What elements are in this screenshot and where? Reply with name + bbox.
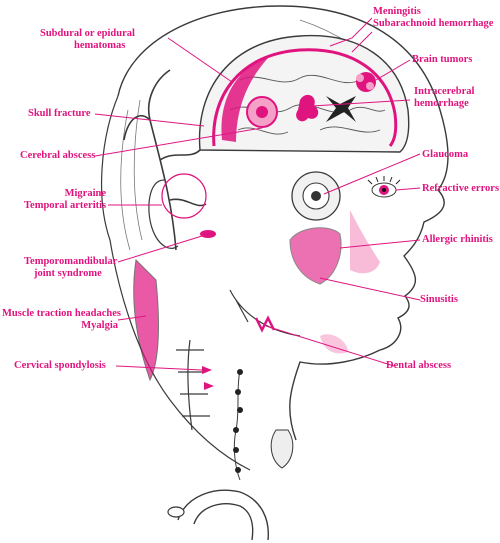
tmj-line1: Temporomandibular xyxy=(24,256,118,267)
temporal-artery xyxy=(123,69,207,251)
label-intracerebral: Intracerebral hemorrhage xyxy=(414,86,474,110)
label-cerebral-abscess: Cerebral abscess xyxy=(20,150,95,162)
neck-muscle xyxy=(133,258,159,382)
leader-lines xyxy=(94,17,421,371)
brain-folds xyxy=(229,74,386,135)
maxillary-sinus xyxy=(289,227,342,285)
label-glaucoma: Glaucoma xyxy=(422,149,468,161)
refractive-errors-text: Refractive errors xyxy=(422,183,500,194)
label-dental-abscess: Dental abscess xyxy=(386,360,451,372)
cervical-spine xyxy=(176,339,210,431)
label-refractive-errors: Refractive errors xyxy=(422,183,499,195)
thyroid xyxy=(270,429,294,469)
dura-layer xyxy=(212,48,398,147)
tmj-line2: joint syndrome xyxy=(34,268,102,279)
label-skull-fracture: Skull fracture xyxy=(28,108,91,120)
intracerebral-line2: hemorrhage xyxy=(414,98,469,109)
eyelashes xyxy=(367,176,401,185)
sinusitis-text: Sinusitis xyxy=(420,294,458,305)
dental-abscess-text: Dental abscess xyxy=(386,360,452,371)
meningitis-text: Meningitis xyxy=(373,6,421,17)
temporal-arteritis-text: Temporal arteritis xyxy=(24,200,107,211)
ear xyxy=(148,179,179,249)
myalgia-text: Myalgia xyxy=(81,320,118,331)
ventricle xyxy=(326,96,356,122)
cerebral-abscess-text: Cerebral abscess xyxy=(20,150,96,161)
dental-abscess-mark xyxy=(254,315,276,333)
subdural-line1: Subdural or epidural xyxy=(40,28,135,39)
glaucoma-text: Glaucoma xyxy=(422,149,469,160)
label-brain-tumors: Brain tumors xyxy=(412,54,472,66)
migraine-text: Migraine xyxy=(64,188,106,199)
label-subdural: Subdural or epidural hematomas xyxy=(40,28,135,52)
intracerebral-line1: Intracerebral xyxy=(414,86,475,97)
muscle-traction-text: Muscle traction headaches xyxy=(2,308,121,319)
jaw xyxy=(229,289,301,337)
hair-outline xyxy=(101,95,251,471)
label-migraine: Migraine Temporal arteritis xyxy=(24,188,106,212)
cervical-text: Cervical spondylosis xyxy=(14,360,106,371)
aortic-arch xyxy=(177,489,269,541)
label-cervical: Cervical spondylosis xyxy=(14,360,106,372)
label-allergic-rhinitis: Allergic rhinitis xyxy=(422,234,493,246)
label-muscle-traction: Muscle traction headaches Myalgia xyxy=(2,308,121,332)
intracerebral-bleed xyxy=(296,94,319,122)
label-meningitis: Meningitis Subarachnoid hemorrhage xyxy=(373,6,493,30)
hematoma xyxy=(221,58,268,142)
label-tmj: Temporomandibular joint syndrome xyxy=(24,256,117,280)
allergic-rhinitis-text: Allergic rhinitis xyxy=(422,234,493,245)
head-outline xyxy=(117,5,449,441)
brain-tumors-text: Brain tumors xyxy=(412,54,473,65)
migraine-zone xyxy=(161,173,207,219)
tmj xyxy=(200,230,216,238)
subarachnoid-text: Subarachnoid hemorrhage xyxy=(373,18,494,29)
skull-fracture-text: Skull fracture xyxy=(28,108,91,119)
label-sinusitis: Sinusitis xyxy=(420,294,458,306)
subdural-line2: hematomas xyxy=(74,40,126,51)
nose-shading xyxy=(350,210,380,274)
